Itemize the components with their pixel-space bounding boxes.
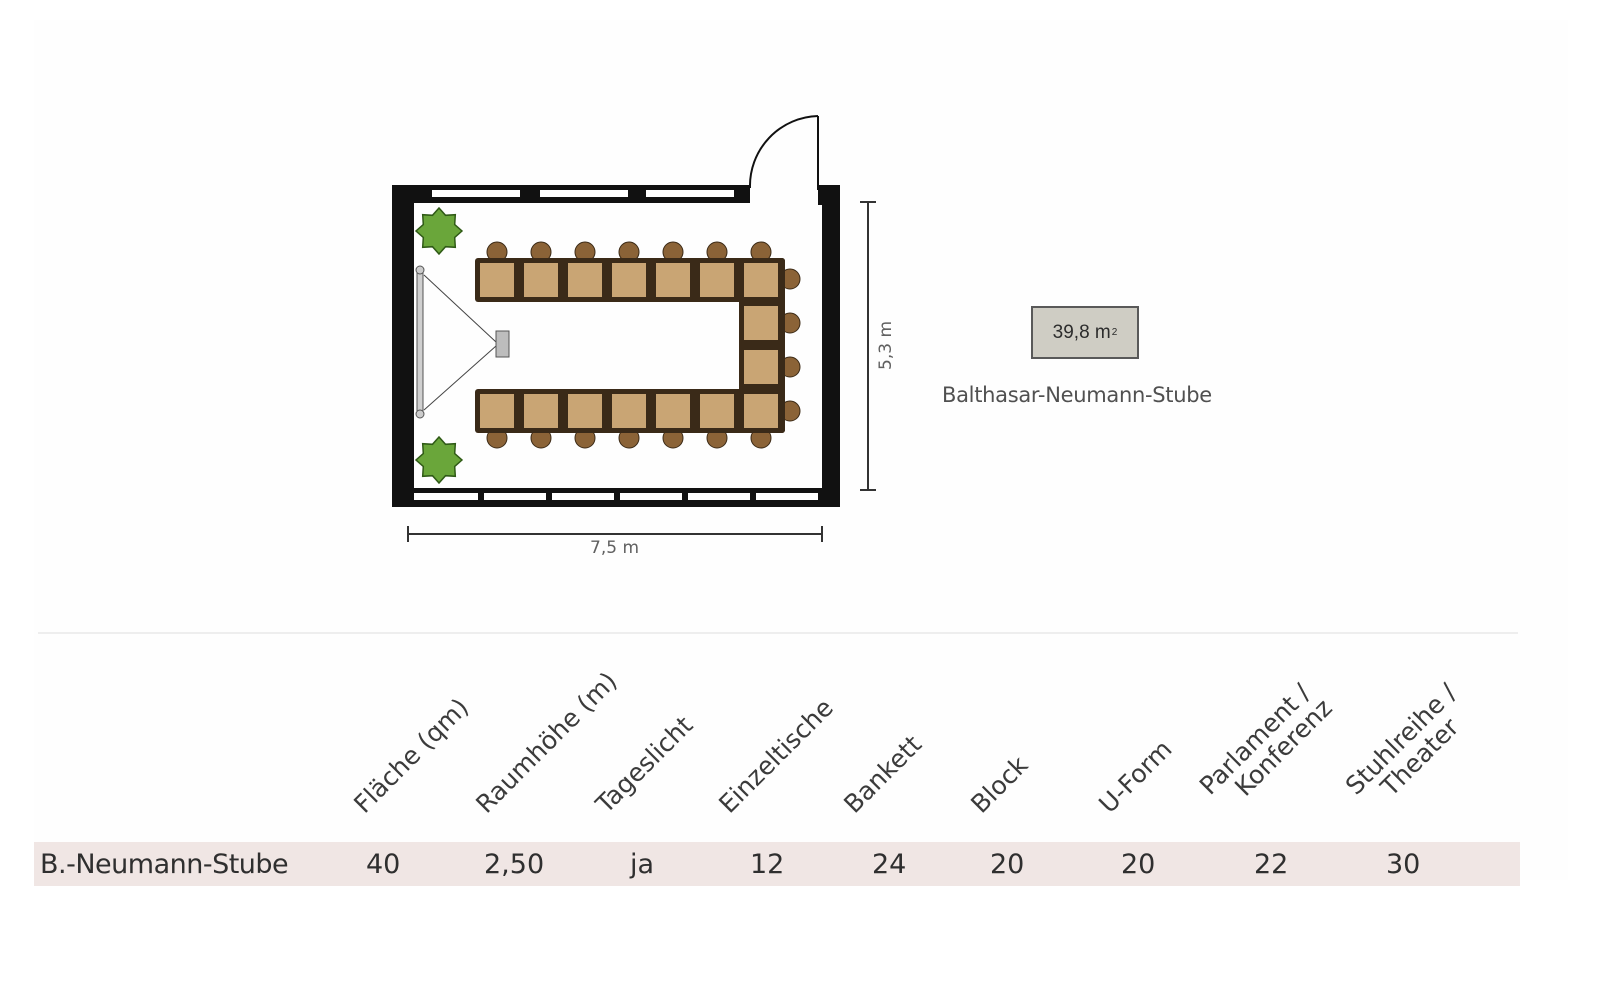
table-tile [568, 394, 602, 428]
table-tile [744, 394, 778, 428]
beam-line [423, 345, 497, 411]
projection-screen [416, 269, 424, 416]
projector [495, 330, 510, 358]
window [552, 493, 614, 500]
table-tile [700, 263, 734, 297]
table-right-column [739, 258, 785, 433]
height-label: 5,3 m [876, 321, 896, 370]
room-name: Balthasar-Neumann-Stube [942, 383, 1212, 407]
window [484, 493, 546, 500]
plant-icon [414, 206, 464, 256]
dimension-height [860, 201, 876, 491]
row-cell: 30 [1386, 849, 1421, 880]
dimension-width [407, 526, 823, 542]
row-cell: 20 [990, 849, 1025, 880]
projection-setup [415, 265, 510, 419]
table-row [34, 842, 1520, 886]
plants [414, 206, 464, 485]
table-tile [656, 263, 690, 297]
wall-right [822, 185, 840, 507]
table-tile [568, 263, 602, 297]
top-windows [432, 190, 734, 197]
window [756, 493, 818, 500]
width-label: 7,5 m [590, 538, 639, 558]
row-cell: 22 [1254, 849, 1289, 880]
table-tile [744, 306, 778, 340]
window [540, 190, 628, 197]
window [646, 190, 734, 197]
table-tile [744, 350, 778, 384]
bottom-windows [414, 493, 818, 500]
table-tile [612, 394, 646, 428]
area-unit: 2 [1111, 327, 1118, 338]
table-tile [700, 394, 734, 428]
window [414, 493, 478, 500]
row-cell: 2,50 [484, 849, 545, 880]
u-form-seating [475, 241, 801, 449]
table-tile [656, 394, 690, 428]
section-divider [38, 632, 1518, 634]
row-cell: 20 [1121, 849, 1156, 880]
content-panel [34, 20, 1568, 880]
window [620, 493, 682, 500]
table-tile [744, 263, 778, 297]
door-swing [748, 115, 819, 189]
area-value: 39,8 m [1052, 321, 1111, 343]
beam-line [423, 274, 497, 343]
row-name: B.-Neumann-Stube [40, 849, 289, 880]
wall-bottom [392, 488, 840, 507]
room-walls [392, 185, 840, 507]
row-cell: 40 [366, 849, 401, 880]
table-tile [524, 394, 558, 428]
screen-end [415, 409, 425, 419]
table-tile [524, 263, 558, 297]
row-cell: 12 [750, 849, 785, 880]
plant-icon [414, 435, 464, 485]
screen-end [415, 265, 425, 275]
table-tile [480, 394, 514, 428]
table-tile [612, 263, 646, 297]
row-cell: 24 [872, 849, 907, 880]
row-cell: ja [630, 849, 655, 880]
table-tile [480, 263, 514, 297]
window [432, 190, 520, 197]
door [748, 115, 819, 190]
wall-left [392, 185, 414, 507]
window [688, 493, 750, 500]
